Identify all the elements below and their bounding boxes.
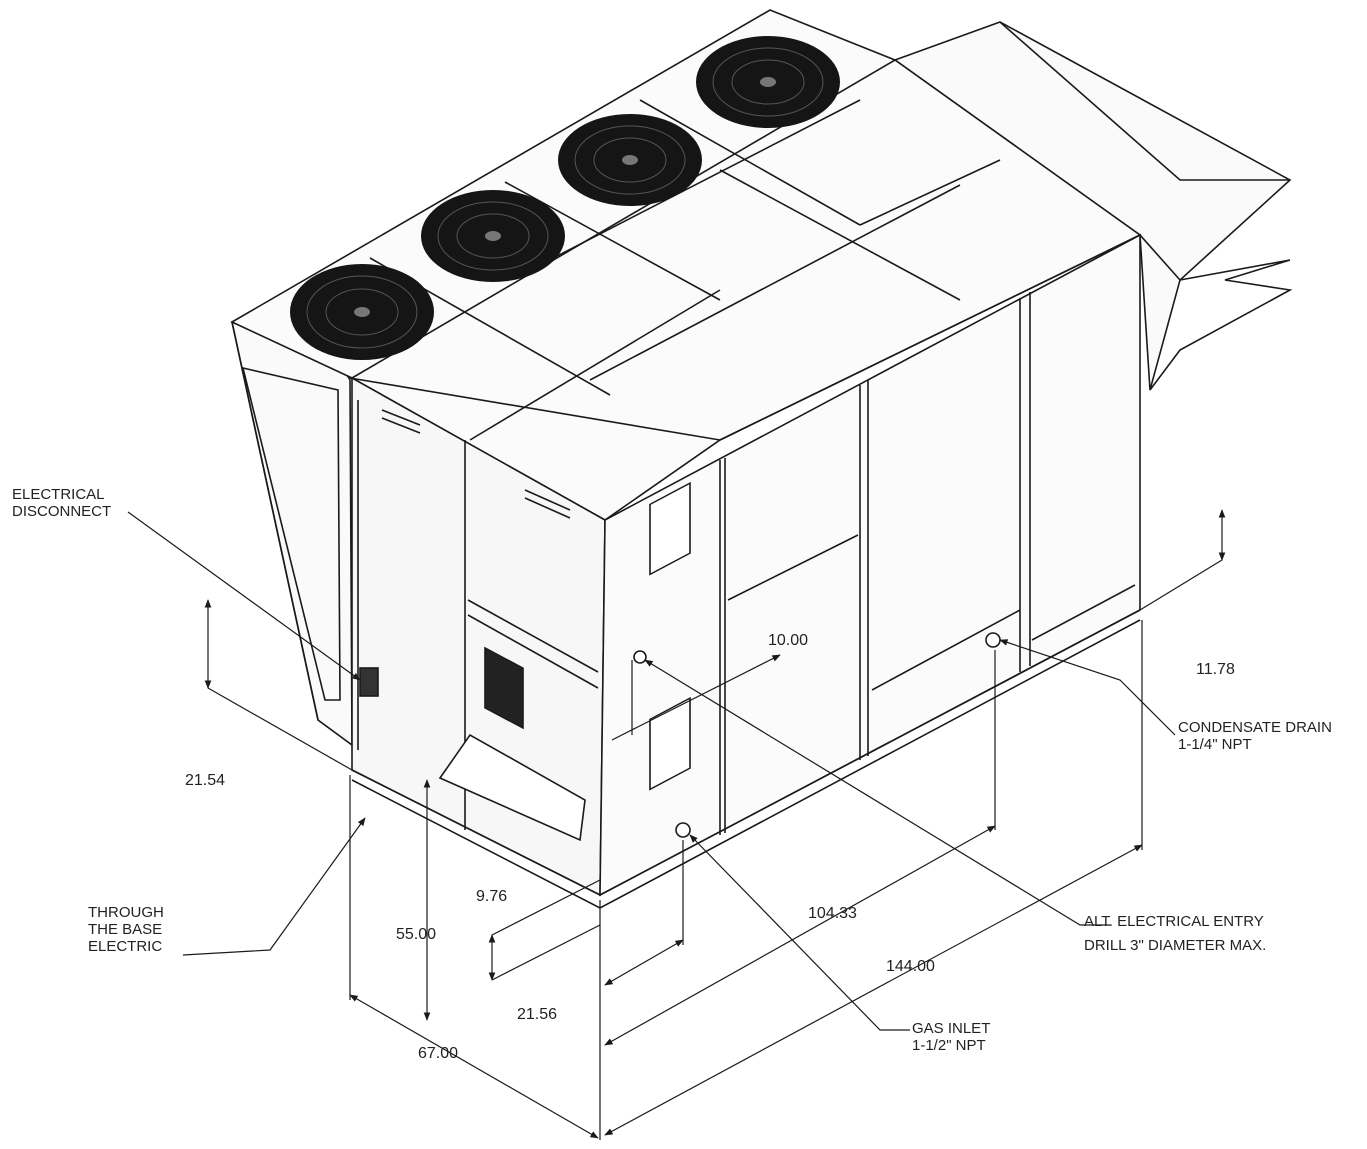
dim-9-76: 9.76 bbox=[476, 888, 508, 905]
callout-electrical-disconnect: ELECTRICAL DISCONNECT bbox=[12, 486, 111, 520]
callout-line: GAS INLET bbox=[912, 1020, 991, 1037]
callout-condensate-drain: CONDENSATE DRAIN 1-1/4" NPT bbox=[1178, 719, 1332, 753]
callout-line: ELECTRIC bbox=[88, 938, 163, 955]
dim-21-56: 21.56 bbox=[517, 1006, 558, 1023]
dim-11-78: 11.78 bbox=[1196, 661, 1235, 678]
roof-top bbox=[230, 9, 1142, 521]
dim-104-33: 104.33 bbox=[808, 905, 857, 922]
fan-2 bbox=[421, 190, 565, 282]
callout-line: DISCONNECT bbox=[12, 503, 112, 520]
dimension-lines bbox=[204, 509, 1226, 1140]
fan-1 bbox=[290, 264, 434, 360]
dim-10-00: 10.00 bbox=[768, 632, 809, 649]
callout-line: THROUGH bbox=[88, 904, 164, 921]
callout-line: DRILL 3" DIAMETER MAX. bbox=[1084, 937, 1267, 954]
dim-55-00: 55.00 bbox=[396, 926, 437, 943]
callout-line: CONDENSATE DRAIN bbox=[1178, 719, 1332, 736]
coil-section-left bbox=[231, 299, 353, 747]
condenser-fans bbox=[290, 36, 840, 360]
callout-line: 1-1/2" NPT bbox=[912, 1037, 986, 1054]
fan-3 bbox=[558, 114, 702, 206]
callout-gas-inlet: GAS INLET 1-1/2" NPT bbox=[912, 1020, 990, 1054]
dim-144-00: 144.00 bbox=[886, 958, 935, 975]
fan-4 bbox=[696, 36, 840, 128]
callout-through-base: THROUGH THE BASE ELECTRIC bbox=[88, 904, 164, 955]
callout-alt-electrical: ALT. ELECTRICAL ENTRY DRILL 3" DIAMETER … bbox=[1084, 910, 1266, 958]
side-face bbox=[599, 233, 1141, 897]
callout-line: ELECTRICAL bbox=[12, 486, 105, 503]
front-end-face bbox=[351, 376, 606, 897]
dim-21-54: 21.54 bbox=[185, 772, 226, 789]
callout-line: THE BASE bbox=[88, 921, 163, 938]
dim-67-00: 67.00 bbox=[418, 1045, 459, 1062]
callout-line: ALT. ELECTRICAL ENTRY bbox=[1084, 913, 1264, 930]
callout-line: 1-1/4" NPT bbox=[1178, 736, 1252, 753]
